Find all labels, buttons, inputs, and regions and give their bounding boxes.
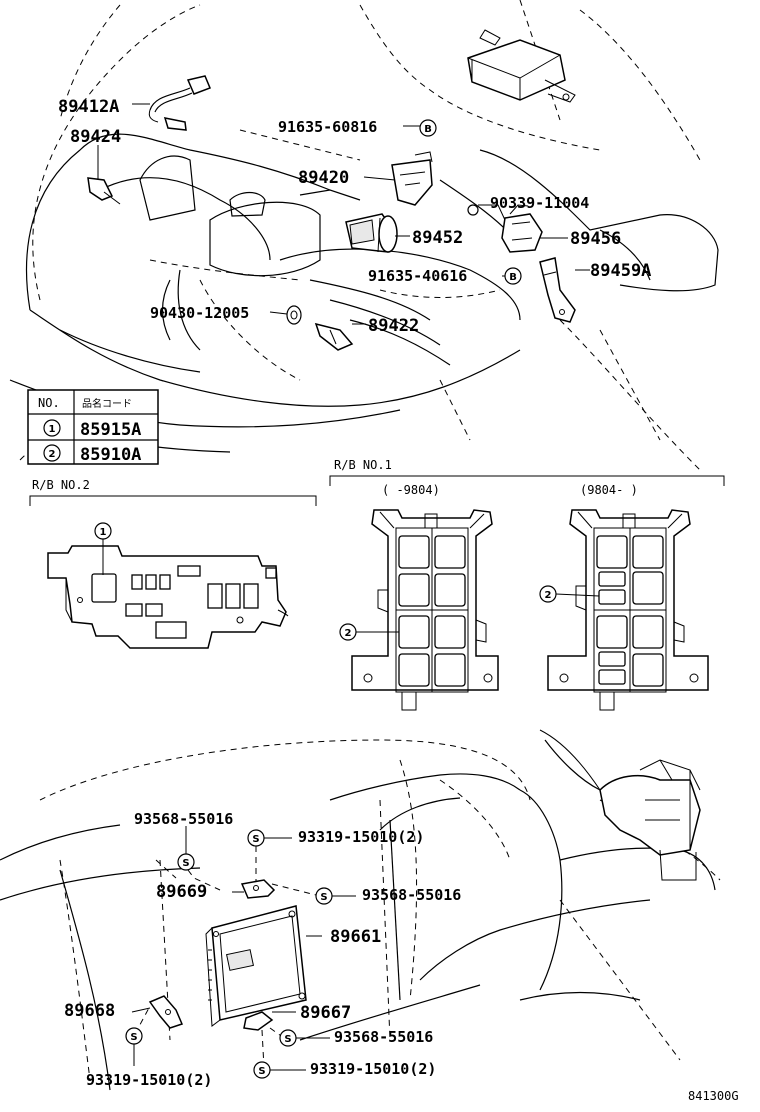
interior-labels: 93568-55016 93319-15010(2) 89669 93568-5… bbox=[64, 810, 461, 1089]
table-header-code: 品名コード bbox=[82, 397, 132, 410]
label-89668: 89668 bbox=[64, 1001, 115, 1021]
screw-marker-1-text: S bbox=[182, 858, 189, 869]
sensor-89424 bbox=[87, 177, 121, 205]
table-row-1-code: 85915A bbox=[80, 420, 141, 440]
label-93319-15010-b: 93319-15010(2) bbox=[310, 1060, 436, 1078]
engine-bay-illustration: B B bbox=[9, 0, 719, 471]
table-row-1-no: 1 bbox=[49, 424, 56, 435]
bracket-89669 bbox=[240, 879, 276, 899]
relay-block-no1: R/B NO.1 ( -9804) (9804- ) bbox=[329, 458, 725, 711]
nut-90339-11004 bbox=[467, 204, 479, 216]
bolt-marker-b-lower: B bbox=[504, 267, 522, 285]
screw-marker-5: S bbox=[279, 1029, 297, 1047]
screw-marker-2-text: S bbox=[252, 834, 259, 845]
relay-block-right: 2 bbox=[539, 509, 709, 711]
label-93568-55016-a: 93568-55016 bbox=[134, 810, 233, 828]
label-91635-60816: 91635-60816 bbox=[278, 118, 377, 136]
bracket-89459A bbox=[539, 257, 576, 323]
washer-90430-12005 bbox=[286, 305, 302, 325]
label-93568-55016-c: 93568-55016 bbox=[334, 1028, 433, 1046]
interior-illustration: S S S S S S bbox=[0, 729, 721, 1091]
label-89412A: 89412A bbox=[58, 97, 119, 117]
bracket-89668 bbox=[148, 995, 184, 1029]
sensor-89422 bbox=[314, 322, 354, 351]
screw-marker-5-text: S bbox=[284, 1034, 291, 1045]
sensor-89452 bbox=[345, 213, 398, 253]
engine-bay-labels: 89412A 89424 91635-60816 89420 90339-110… bbox=[58, 97, 651, 336]
rb1-right-callout-2: 2 bbox=[545, 590, 552, 601]
label-93319-15010-a: 93319-15010(2) bbox=[298, 828, 424, 846]
oxygen-sensor-89412A bbox=[148, 75, 211, 131]
sensor-box-top-right bbox=[467, 29, 576, 103]
sensor-89456 bbox=[501, 204, 543, 253]
rb2-title: R/B NO.2 bbox=[32, 478, 90, 492]
label-89422: 89422 bbox=[368, 316, 419, 336]
label-89420: 89420 bbox=[298, 168, 349, 188]
screw-marker-3-text: S bbox=[320, 892, 327, 903]
label-93319-15010-c: 93319-15010(2) bbox=[86, 1071, 212, 1089]
screw-marker-6-text: S bbox=[258, 1066, 265, 1077]
label-89456: 89456 bbox=[570, 229, 621, 249]
screw-marker-4: S bbox=[125, 1027, 143, 1045]
rb1-right-range: (9804- ) bbox=[580, 483, 638, 497]
screw-marker-1: S bbox=[177, 853, 195, 871]
screw-marker-6: S bbox=[253, 1061, 271, 1079]
label-90430-12005: 90430-12005 bbox=[150, 304, 249, 322]
steering-column bbox=[539, 729, 701, 881]
relay-block-left: 2 bbox=[339, 509, 499, 711]
screw-marker-4-text: S bbox=[130, 1032, 137, 1043]
bolt-marker-b-upper: B bbox=[419, 119, 437, 137]
bolt-marker-b-lower-text: B bbox=[509, 272, 517, 283]
label-89667: 89667 bbox=[300, 1003, 351, 1023]
relay-block-no2: R/B NO.2 1 bbox=[29, 478, 317, 649]
bracket-89420 bbox=[391, 151, 433, 206]
label-93568-55016-b: 93568-55016 bbox=[362, 886, 461, 904]
table-row-2-code: 85910A bbox=[80, 445, 141, 465]
rb2-callout-1: 1 bbox=[100, 527, 107, 538]
figure-id: 841300G bbox=[688, 1089, 739, 1103]
bracket-89667 bbox=[243, 1011, 274, 1031]
table-header-no: NO. bbox=[38, 396, 60, 410]
screw-marker-3: S bbox=[315, 887, 333, 905]
label-89661: 89661 bbox=[330, 927, 381, 947]
label-89669: 89669 bbox=[156, 882, 207, 902]
rb1-left-range: ( -9804) bbox=[382, 483, 440, 497]
table-row-2-no: 2 bbox=[49, 449, 56, 460]
bolt-marker-b-upper-text: B bbox=[424, 124, 432, 135]
code-table: NO. 品名コード 1 85915A 2 85910A bbox=[27, 389, 159, 465]
label-89452: 89452 bbox=[412, 228, 463, 248]
label-89424: 89424 bbox=[70, 127, 121, 147]
rb1-left-callout-2: 2 bbox=[345, 628, 352, 639]
rb1-title: R/B NO.1 bbox=[334, 458, 392, 472]
label-91635-40616: 91635-40616 bbox=[368, 267, 467, 285]
ecu-89661 bbox=[205, 905, 307, 1027]
label-90339-11004: 90339-11004 bbox=[490, 194, 589, 212]
label-89459A: 89459A bbox=[590, 261, 651, 281]
screw-marker-2: S bbox=[247, 829, 265, 847]
